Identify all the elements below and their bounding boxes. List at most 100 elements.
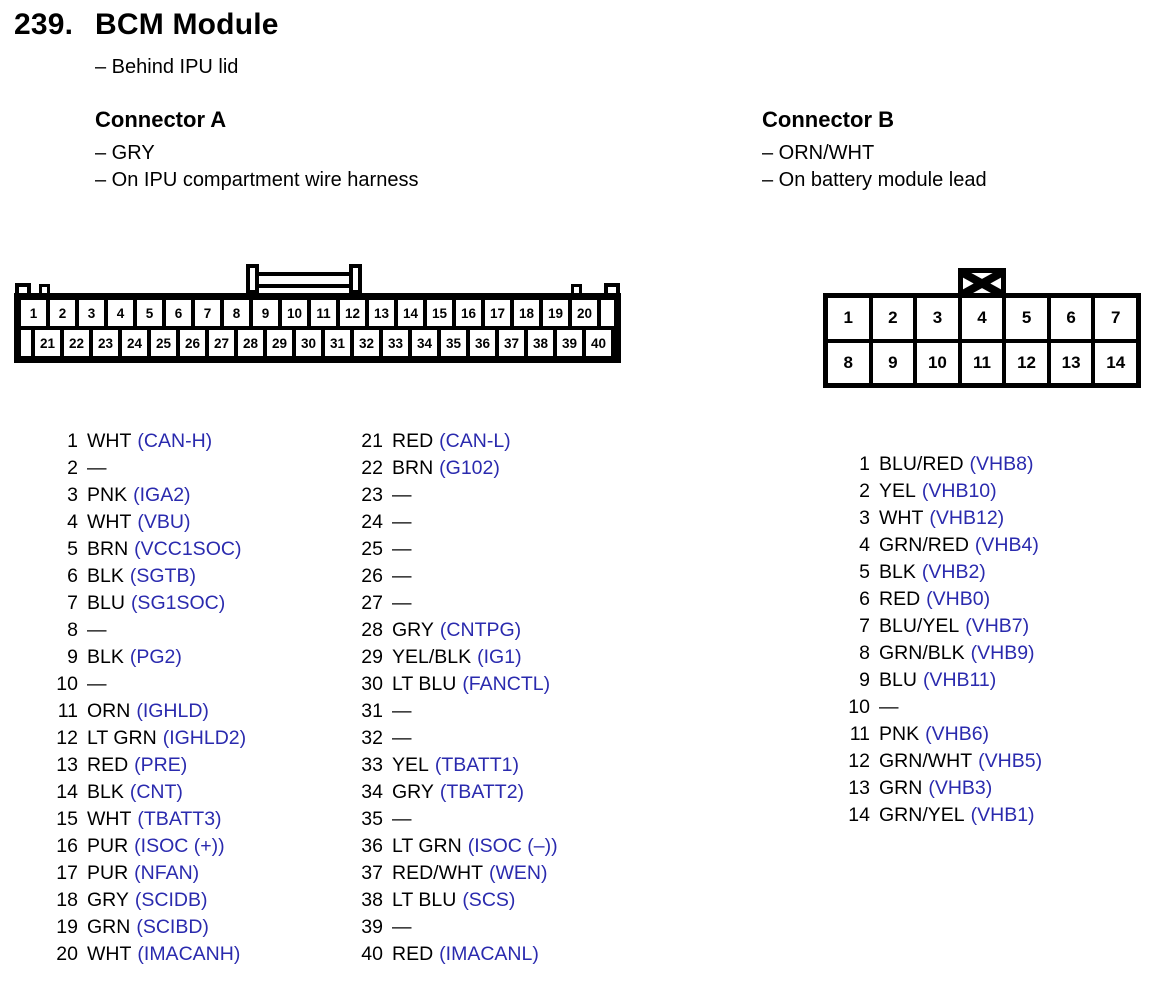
pin-cavity: 10 bbox=[282, 300, 307, 326]
pin-cavity: 3 bbox=[79, 300, 104, 326]
pin-row: 26— bbox=[312, 563, 558, 590]
pin-cavity: 36 bbox=[470, 330, 495, 356]
pin-number: 23 bbox=[361, 484, 383, 506]
pin-number: 14 bbox=[848, 804, 870, 826]
pin-cavity: 14 bbox=[1095, 342, 1136, 383]
pin-cavity: 11 bbox=[311, 300, 336, 326]
connector-b-location-note: – On battery module lead bbox=[762, 169, 987, 191]
pin-cavity: 25 bbox=[151, 330, 176, 356]
pin-row: 8— bbox=[14, 617, 246, 644]
signal-name: (IMACANL) bbox=[439, 943, 539, 965]
wire-color: — bbox=[392, 565, 412, 587]
pin-number: 37 bbox=[361, 862, 383, 884]
pin-number: 30 bbox=[361, 673, 383, 695]
pin-cavity: 2 bbox=[50, 300, 75, 326]
pin-row: 2— bbox=[14, 455, 246, 482]
pin-cavity: 9 bbox=[253, 300, 278, 326]
pin-number: 29 bbox=[361, 646, 383, 668]
pin-cavity: 3 bbox=[917, 298, 958, 339]
bail-post-right bbox=[349, 264, 362, 294]
pin-cavity: 20 bbox=[572, 300, 597, 326]
pin-number: 7 bbox=[67, 592, 78, 614]
pin-number: 10 bbox=[56, 673, 78, 695]
signal-name: (VHB10) bbox=[921, 480, 997, 502]
signal-name: (IMACANH) bbox=[137, 943, 241, 965]
pin-number: 12 bbox=[56, 727, 78, 749]
pin-cavity: 16 bbox=[456, 300, 481, 326]
pin-number: 35 bbox=[361, 808, 383, 830]
connector-a-location-note: – On IPU compartment wire harness bbox=[95, 169, 419, 191]
pin-cavity: 38 bbox=[528, 330, 553, 356]
wire-color: — bbox=[392, 511, 412, 533]
pin-cavity: 8 bbox=[828, 342, 869, 383]
wire-color: — bbox=[392, 484, 412, 506]
pin-cavity: 1 bbox=[21, 300, 46, 326]
pin-cavity: 30 bbox=[296, 330, 321, 356]
pin-row: 32 — bbox=[312, 725, 558, 752]
wire-color: — bbox=[879, 696, 899, 718]
signal-name: (VHB7) bbox=[965, 615, 1030, 637]
signal-name: (VHB8) bbox=[969, 453, 1034, 475]
pin-cavity: 10 bbox=[917, 342, 958, 383]
wire-color: WHT bbox=[87, 943, 132, 965]
signal-name: (IG1) bbox=[477, 646, 522, 668]
wire-color: — bbox=[392, 727, 412, 749]
pin-cavity: 32 bbox=[354, 330, 379, 356]
pin-number: 11 bbox=[57, 700, 78, 722]
signal-name: (VBU) bbox=[137, 511, 191, 533]
pin-cavity: 8 bbox=[224, 300, 249, 326]
signal-name: (VHB0) bbox=[926, 588, 991, 610]
pin-cavity: 34 bbox=[412, 330, 437, 356]
connector-a-heading: Connector A bbox=[95, 107, 227, 132]
signal-name: (TBATT2) bbox=[439, 781, 525, 803]
signal-name: (CNTPG) bbox=[439, 619, 522, 641]
pin-row: 23 — bbox=[312, 482, 558, 509]
pin-cavity: 11 bbox=[961, 342, 1003, 383]
wire-color: YEL/BLK bbox=[392, 646, 472, 668]
pin-cavity: 4 bbox=[961, 298, 1003, 339]
wire-color: PUR bbox=[87, 862, 129, 884]
connector-blank-segment bbox=[601, 300, 614, 326]
pin-number: 1 bbox=[67, 430, 78, 452]
wire-color: GRN/WHT bbox=[879, 750, 973, 772]
pin-cavity: 7 bbox=[1095, 298, 1136, 339]
pin-number: 7 bbox=[859, 615, 870, 637]
wire-color: GRN/RED bbox=[879, 534, 969, 556]
pin-number: 6 bbox=[859, 588, 870, 610]
pin-number: 32 bbox=[361, 727, 383, 749]
pin-number: 24 bbox=[361, 511, 383, 533]
wire-color: LT GRN bbox=[392, 835, 462, 857]
connector-blank-segment bbox=[21, 330, 31, 356]
wire-color: WHT bbox=[87, 808, 132, 830]
pin-number: 14 bbox=[56, 781, 78, 803]
pin-number: 21 bbox=[361, 430, 383, 452]
wire-color: RED bbox=[392, 943, 434, 965]
pin-number: 13 bbox=[848, 777, 870, 799]
wire-color: LT GRN bbox=[87, 727, 157, 749]
wire-color: BRN bbox=[392, 457, 434, 479]
pin-cavity: 33 bbox=[383, 330, 408, 356]
pin-cavity: 26 bbox=[180, 330, 205, 356]
pin-cavity: 22 bbox=[64, 330, 89, 356]
signal-name: (SG1SOC) bbox=[130, 592, 226, 614]
connector-b-color-note: – ORN/WHT bbox=[762, 142, 875, 164]
